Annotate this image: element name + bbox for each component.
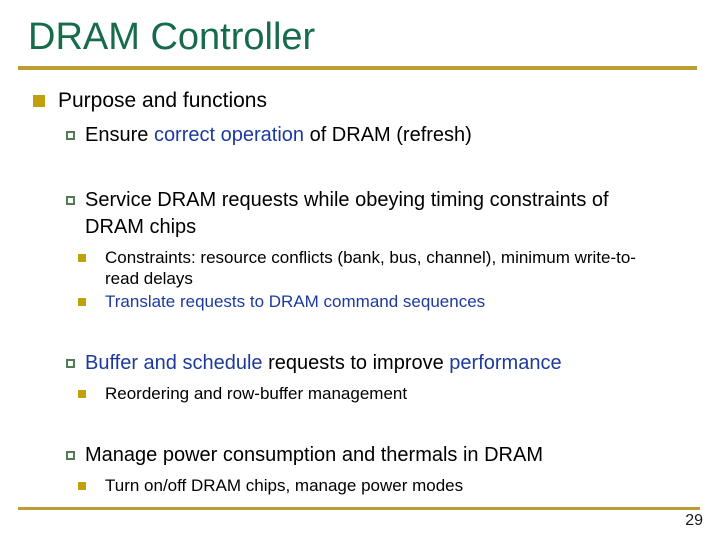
bullet-text: Ensure correct operation of DRAM (refres… — [85, 124, 472, 146]
hollow-square-bullet-icon — [66, 359, 75, 368]
footer-divider-rule — [18, 507, 700, 510]
bullet-item-level-2: Manage power consumption and thermals in… — [0, 442, 720, 469]
bullet-text: Purpose and functions — [58, 89, 267, 112]
title-divider-rule — [18, 66, 697, 70]
bullet-item-level-3: Reordering and row-buffer management — [0, 383, 720, 404]
page-number: 29 — [685, 512, 703, 529]
filled-square-bullet-icon — [78, 298, 86, 306]
bullet-item-level-3: Turn on/off DRAM chips, manage power mod… — [0, 475, 720, 496]
bullet-text: Translate requests to DRAM command seque… — [105, 292, 485, 311]
text-run-black: Service DRAM requests while obeying timi… — [85, 189, 609, 238]
text-run-black: Manage power consumption and thermals in… — [85, 444, 543, 466]
text-run-black: Purpose and functions — [58, 89, 267, 112]
text-run-black: of DRAM (refresh) — [304, 124, 472, 146]
text-run-black: Turn on/off DRAM chips, manage power mod… — [105, 476, 464, 495]
text-run-black: Constraints: resource conflicts (bank, b… — [105, 248, 636, 288]
hollow-square-bullet-icon — [66, 196, 75, 205]
filled-square-bullet-icon — [78, 482, 86, 490]
text-run-blue: Translate requests to DRAM command seque… — [105, 292, 486, 311]
text-run-blue: performance — [449, 352, 562, 374]
text-run-black: Ensure — [85, 124, 154, 146]
bullet-item-level-1: Purpose and functions — [0, 88, 720, 114]
text-run-black: requests to improve — [262, 352, 450, 374]
text-run-blue: correct operation — [153, 124, 305, 146]
hollow-square-bullet-icon — [66, 131, 75, 140]
bullet-text: Buffer and schedule requests to improve … — [85, 352, 562, 374]
hollow-square-bullet-icon — [66, 451, 75, 460]
text-run-black: Reordering and row-buffer management — [105, 384, 408, 403]
text-run-blue: Buffer and schedule — [85, 352, 263, 374]
bullet-item-level-3: Constraints: resource conflicts (bank, b… — [0, 247, 720, 289]
bullet-text: Turn on/off DRAM chips, manage power mod… — [105, 476, 463, 495]
bullet-text: Service DRAM requests while obeying timi… — [85, 189, 609, 238]
bullet-text: Manage power consumption and thermals in… — [85, 444, 543, 466]
bullet-text: Constraints: resource conflicts (bank, b… — [105, 248, 636, 288]
bullet-item-level-2: Buffer and schedule requests to improve … — [0, 350, 720, 377]
filled-square-bullet-icon — [33, 95, 45, 107]
slide-title: DRAM Controller — [28, 16, 316, 58]
bullet-item-level-2: Ensure correct operation of DRAM (refres… — [0, 122, 720, 149]
filled-square-bullet-icon — [78, 390, 86, 398]
filled-square-bullet-icon — [78, 254, 86, 262]
bullet-item-level-3: Translate requests to DRAM command seque… — [0, 291, 720, 312]
bullet-text: Reordering and row-buffer management — [105, 384, 407, 403]
bullet-item-level-2: Service DRAM requests while obeying timi… — [0, 187, 720, 241]
